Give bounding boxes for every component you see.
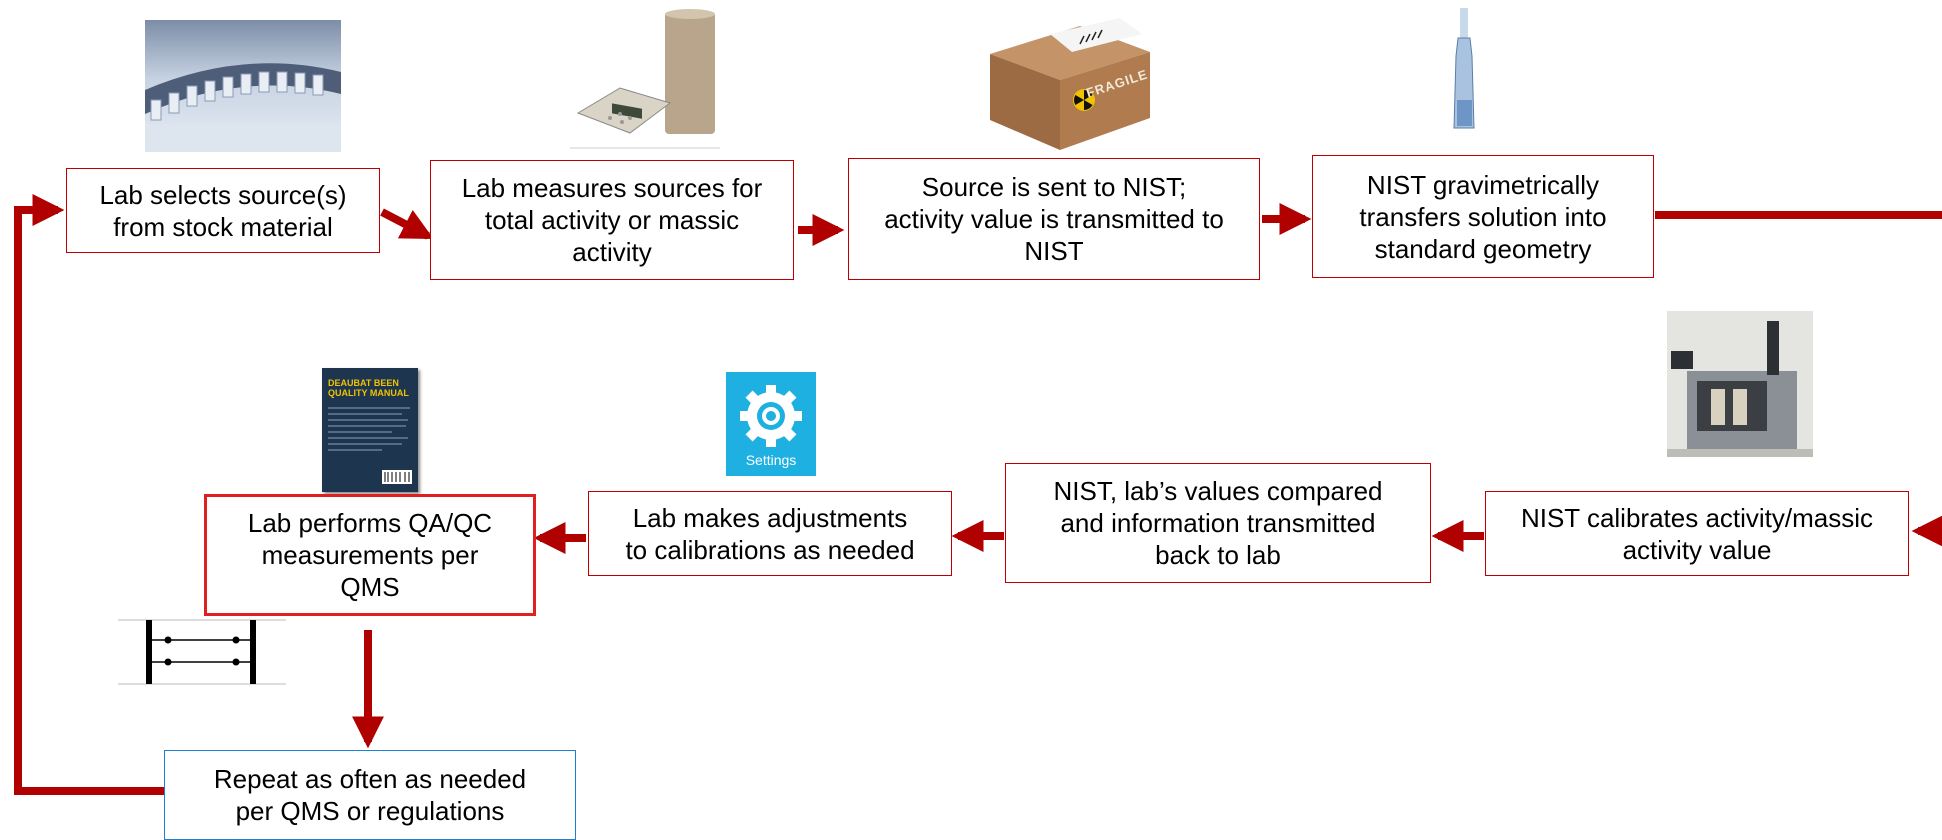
quality-manual-book: DEAUBAT BEEN QUALITY MANUAL	[322, 368, 418, 492]
step-nist-calibrates: NIST calibrates activity/massic activity…	[1485, 491, 1909, 576]
radioactive-package-photo	[990, 18, 1150, 150]
vial-conveyor-photo	[145, 20, 341, 152]
step-repeat: Repeat as often as needed per QMS or reg…	[164, 750, 576, 840]
arrow-step1-to-step2	[380, 208, 434, 240]
control-chart-icon	[118, 619, 286, 685]
step-qa-qc: Lab performs QA/QC measurements per QMS	[204, 494, 536, 616]
step-sent-to-nist: Source is sent to NIST; activity value i…	[848, 158, 1260, 280]
apples-oranges-scale	[1075, 348, 1365, 448]
step-values-compared-text: NIST, lab’s values compared and informat…	[1053, 476, 1383, 570]
step-lab-measures: Lab measures sources for total activity …	[430, 160, 794, 280]
arrow-loop-back	[14, 194, 164, 795]
dose-calibrator-photo	[570, 9, 720, 149]
settings-label: Settings	[745, 452, 797, 468]
step-qa-qc-text: Lab performs QA/QC measurements per QMS	[247, 508, 493, 602]
step-repeat-text: Repeat as often as needed per QMS or reg…	[213, 764, 527, 826]
step-lab-adjustments: Lab makes adjustments to calibrations as…	[588, 491, 952, 576]
step-select-source-text: Lab selects source(s) from stock materia…	[99, 179, 347, 242]
counting-instrument-photo	[1667, 311, 1813, 457]
step-select-source: Lab selects source(s) from stock materia…	[66, 168, 380, 253]
ampoule-photo	[1453, 8, 1475, 129]
step-sent-to-nist-text: Source is sent to NIST; activity value i…	[884, 172, 1224, 266]
step-nist-transfers-text: NIST gravimetrically transfers solution …	[1359, 169, 1607, 264]
step-nist-calibrates-text: NIST calibrates activity/massic activity…	[1520, 502, 1874, 565]
settings-gear-icon: Settings	[726, 372, 816, 476]
step-lab-measures-text: Lab measures sources for total activity …	[461, 173, 763, 267]
step-lab-adjustments-text: Lab makes adjustments to calibrations as…	[625, 502, 915, 565]
step-nist-transfers: NIST gravimetrically transfers solution …	[1312, 155, 1654, 278]
step-values-compared: NIST, lab’s values compared and informat…	[1005, 463, 1431, 583]
book-title: DEAUBAT BEEN QUALITY MANUAL	[328, 378, 409, 398]
